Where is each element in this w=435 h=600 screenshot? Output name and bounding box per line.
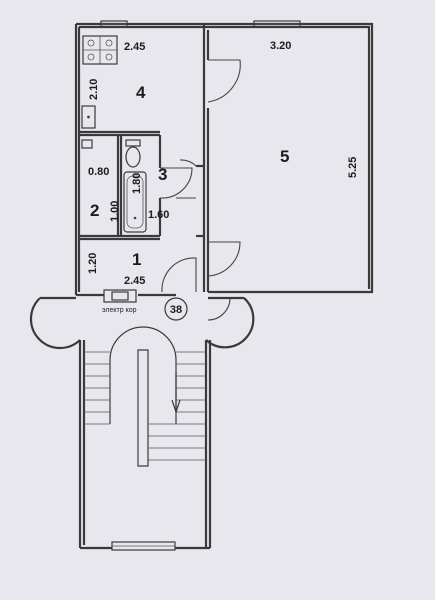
kitchen-depth-label: 2.10 — [88, 79, 100, 100]
bath-depth-label: 1.80 — [131, 173, 143, 194]
windows — [100, 20, 301, 28]
basin-icon — [81, 139, 93, 149]
electric-panel-label: электр кор — [102, 307, 137, 314]
electric-panel-icon — [103, 289, 137, 303]
hall-width-label: 2.45 — [124, 275, 145, 287]
door-swings — [159, 59, 241, 321]
room-3-number: 3 — [158, 165, 167, 184]
room-4-number: 4 — [136, 83, 146, 102]
kitchen-width-label: 2.45 — [124, 41, 145, 53]
stove-icon — [82, 35, 118, 65]
sink-icon — [81, 105, 96, 129]
room5-depth-label: 5.25 — [347, 157, 359, 178]
room5-width-label: 3.20 — [270, 40, 291, 52]
apartment-number: 38 — [170, 304, 182, 316]
bathtub-icon — [123, 171, 147, 233]
room-2-number: 2 — [90, 201, 99, 220]
wc-width-label: 0.80 — [88, 166, 109, 178]
bath-width-label: 1.60 — [148, 209, 169, 221]
staircase — [29, 296, 255, 551]
toilet-icon — [125, 139, 141, 168]
hall-depth-label: 1.20 — [87, 253, 99, 274]
apartment-number-circle — [164, 297, 188, 321]
wc-depth-label: 1.00 — [109, 201, 121, 222]
apartment-walls — [74, 22, 374, 297]
room-1-number: 1 — [132, 250, 141, 269]
room-5-number: 5 — [280, 147, 289, 166]
